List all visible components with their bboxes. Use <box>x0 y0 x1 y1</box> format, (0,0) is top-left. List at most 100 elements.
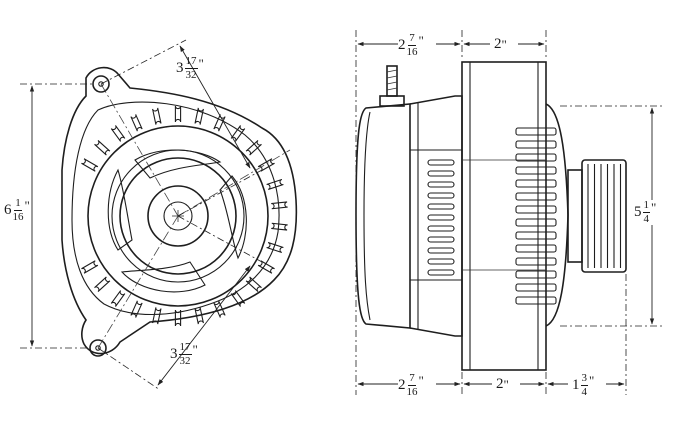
side-pulley <box>581 159 627 273</box>
front-fin <box>515 179 557 188</box>
dim-fraction: 7 16 <box>407 373 418 398</box>
dim-whole: 2 <box>398 37 406 53</box>
dim-whole: 2 <box>494 36 502 52</box>
dim-numerator: 17 <box>178 341 192 355</box>
vent-slot <box>174 309 182 327</box>
dim-whole: 5 <box>634 204 642 220</box>
front-fin <box>515 218 557 227</box>
side-top-left-dim-label: 2 7 16 " <box>398 33 424 58</box>
top-mounting-hole <box>92 75 110 93</box>
dim-fraction: 7 16 <box>407 33 418 58</box>
dim-denominator: 16 <box>12 211 24 223</box>
dim-unit: " <box>418 373 424 388</box>
side-height-dim-label: 5 1 4 " <box>634 199 657 225</box>
dim-denominator: 32 <box>185 69 197 81</box>
side-stator <box>461 61 547 371</box>
front-fin <box>515 257 557 266</box>
rear-slot <box>427 170 455 177</box>
front-top-angled-dim-line <box>179 45 251 169</box>
vent-slot <box>81 158 99 172</box>
dim-denominator: 16 <box>406 46 418 58</box>
vent-slot <box>110 125 126 142</box>
vent-slot <box>94 276 111 292</box>
rear-slot <box>427 159 455 166</box>
side-bottom-right-dim-label: 1 3 4 " <box>572 373 594 398</box>
vent-slot <box>257 260 275 274</box>
vent-slot <box>271 222 288 231</box>
front-fin <box>515 296 557 305</box>
front-shaft <box>163 201 193 231</box>
rear-slot <box>427 214 455 221</box>
rear-slot <box>427 247 455 254</box>
vent-slot <box>152 107 162 125</box>
dim-fraction: 1 16 <box>13 198 24 223</box>
dim-unit: " <box>503 377 509 392</box>
side-front-fins <box>515 127 557 305</box>
dim-fraction: 1 4 <box>642 199 650 225</box>
pulley-grooves <box>587 164 622 268</box>
dim-numerator: 7 <box>408 372 416 386</box>
vent-slot <box>130 300 143 318</box>
front-view <box>61 66 298 357</box>
front-height-dim-label: 6 1 16 " <box>4 198 30 223</box>
rear-slot <box>427 269 455 276</box>
side-bottom-mid-dim-label: 2 " <box>496 377 509 392</box>
vent-slot <box>94 140 111 156</box>
dim-denominator: 32 <box>179 355 191 367</box>
dim-whole: 2 <box>496 376 504 392</box>
dim-numerator: 3 <box>580 372 588 386</box>
dim-numerator: 17 <box>184 55 198 69</box>
side-pulley-hub <box>567 169 583 263</box>
front-fin <box>515 153 557 162</box>
vent-slot <box>110 290 126 307</box>
side-top-right-dim-label: 2 " <box>494 37 507 52</box>
front-bottom-angled-dim-label: 3 17 32 " <box>170 342 198 367</box>
front-hub <box>147 185 209 247</box>
dim-fraction: 3 4 <box>580 372 588 398</box>
dim-whole: 2 <box>398 377 406 393</box>
dim-unit: " <box>501 37 507 52</box>
vent-slot <box>81 260 99 274</box>
dim-denominator: 16 <box>406 386 418 398</box>
dim-numerator: 7 <box>408 32 416 46</box>
dim-fraction: 17 32 <box>178 341 192 367</box>
vent-slot <box>130 114 143 132</box>
rear-slot <box>427 203 455 210</box>
front-bottom-angled-dim-line <box>157 265 251 386</box>
dim-whole: 3 <box>176 60 184 76</box>
front-fin <box>515 205 557 214</box>
front-fin <box>515 166 557 175</box>
rear-slot <box>427 258 455 265</box>
front-fin <box>515 244 557 253</box>
dim-numerator: 1 <box>642 199 650 213</box>
dim-unit: " <box>589 373 595 388</box>
rear-slot <box>427 225 455 232</box>
front-dimensions <box>20 39 263 391</box>
dim-whole: 1 <box>572 377 580 393</box>
dim-unit: " <box>24 198 30 213</box>
side-front-housing <box>545 103 569 327</box>
dim-whole: 6 <box>4 202 12 218</box>
dim-denominator: 4 <box>581 386 588 398</box>
side-dimensions <box>355 30 664 395</box>
rear-slot <box>427 236 455 243</box>
dim-fraction: 17 32 <box>184 55 198 81</box>
side-view <box>355 61 627 371</box>
front-fin <box>515 192 557 201</box>
rear-slot <box>427 181 455 188</box>
dim-denominator: 4 <box>643 213 650 225</box>
dim-unit: " <box>651 200 657 215</box>
vent-slot <box>174 105 182 123</box>
front-fin <box>515 231 557 240</box>
rear-slot <box>427 192 455 199</box>
dim-unit: " <box>198 56 204 71</box>
dim-unit: " <box>192 342 198 357</box>
dim-unit: " <box>418 33 424 48</box>
bottom-mounting-hole <box>89 339 107 357</box>
front-fin <box>515 140 557 149</box>
front-top-angled-dim-label: 3 17 32 " <box>176 56 204 81</box>
vent-slot <box>271 201 288 210</box>
front-fin <box>515 270 557 279</box>
